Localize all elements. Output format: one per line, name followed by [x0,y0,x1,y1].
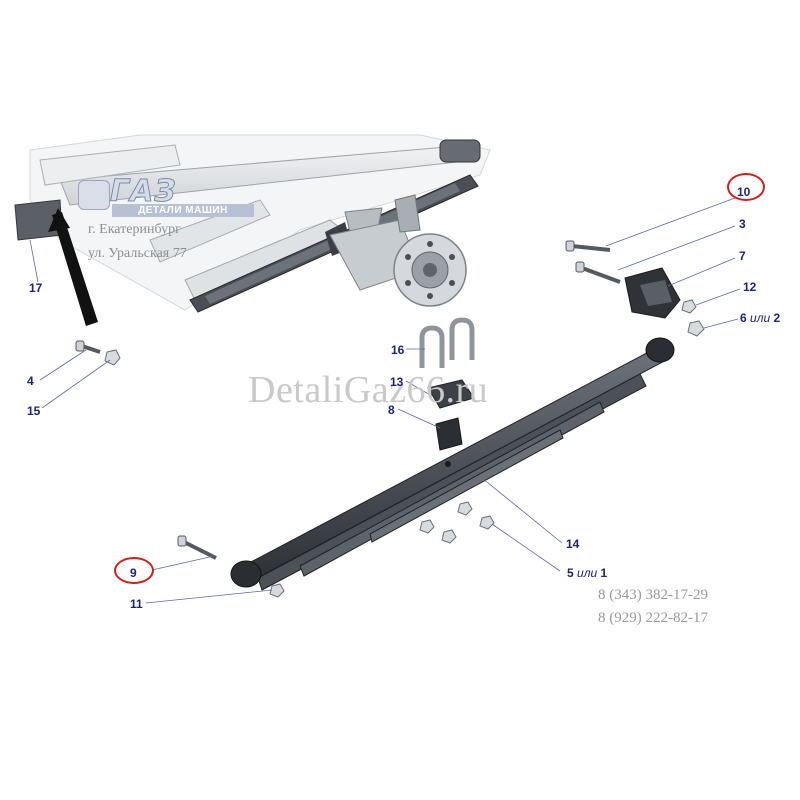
part-10-bolt [565,240,611,252]
part-15-nut [104,349,121,366]
part-3-bolt [575,261,621,284]
callout-7: 7 [739,249,746,263]
callout-6: 6 или 2 [740,311,781,325]
callout-3: 3 [739,217,746,231]
callout-8: 8 [388,403,395,417]
pointer-arrow [52,212,98,326]
part-12-nut [681,299,697,314]
callout-11: 11 [130,597,143,611]
part-9-bolt [177,535,217,560]
callout-14: 14 [566,537,580,551]
logo-street: ул. Уральская 77 [88,246,187,261]
callout-17: 17 [29,281,43,295]
logo-city: г. Екатеринбург [88,222,181,237]
part-14-leaf-spring [230,337,675,591]
chassis-frame [14,134,491,311]
phone-2: 8 (929) 222-82-17 [598,610,708,626]
highlight-ring-10 [727,173,765,201]
highlight-ring-9 [114,557,154,584]
callout-15: 15 [27,404,41,418]
logo-tagline: ДЕТАЛИ МАШИН [112,204,254,217]
gaz-logo: ГАЗ ДЕТАЛИ МАШИН [72,174,256,218]
leader-lines [29,197,741,604]
part-13-plate [427,379,475,409]
callout-13: 13 [390,375,404,389]
callout-12: 12 [743,280,757,294]
part-4-bolt [75,340,101,354]
part-6-nut [687,320,705,337]
callout-5: 5 или 1 [567,566,608,580]
phone-1: 8 (343) 382-17-29 [598,587,708,603]
callout-16: 16 [391,343,405,357]
part-7-bracket [624,267,681,319]
part-8-pad [435,417,463,451]
callout-4: 4 [27,374,34,388]
part-16-u-bolts [419,317,475,368]
part-5-nuts [419,501,495,544]
deer-emblem-icon [78,180,110,210]
axle-hub [329,194,467,307]
logo-brand: ГАЗ [110,174,177,210]
part-11-nut [269,583,285,598]
site-watermark: DetaliGaz66.ru [248,369,489,411]
